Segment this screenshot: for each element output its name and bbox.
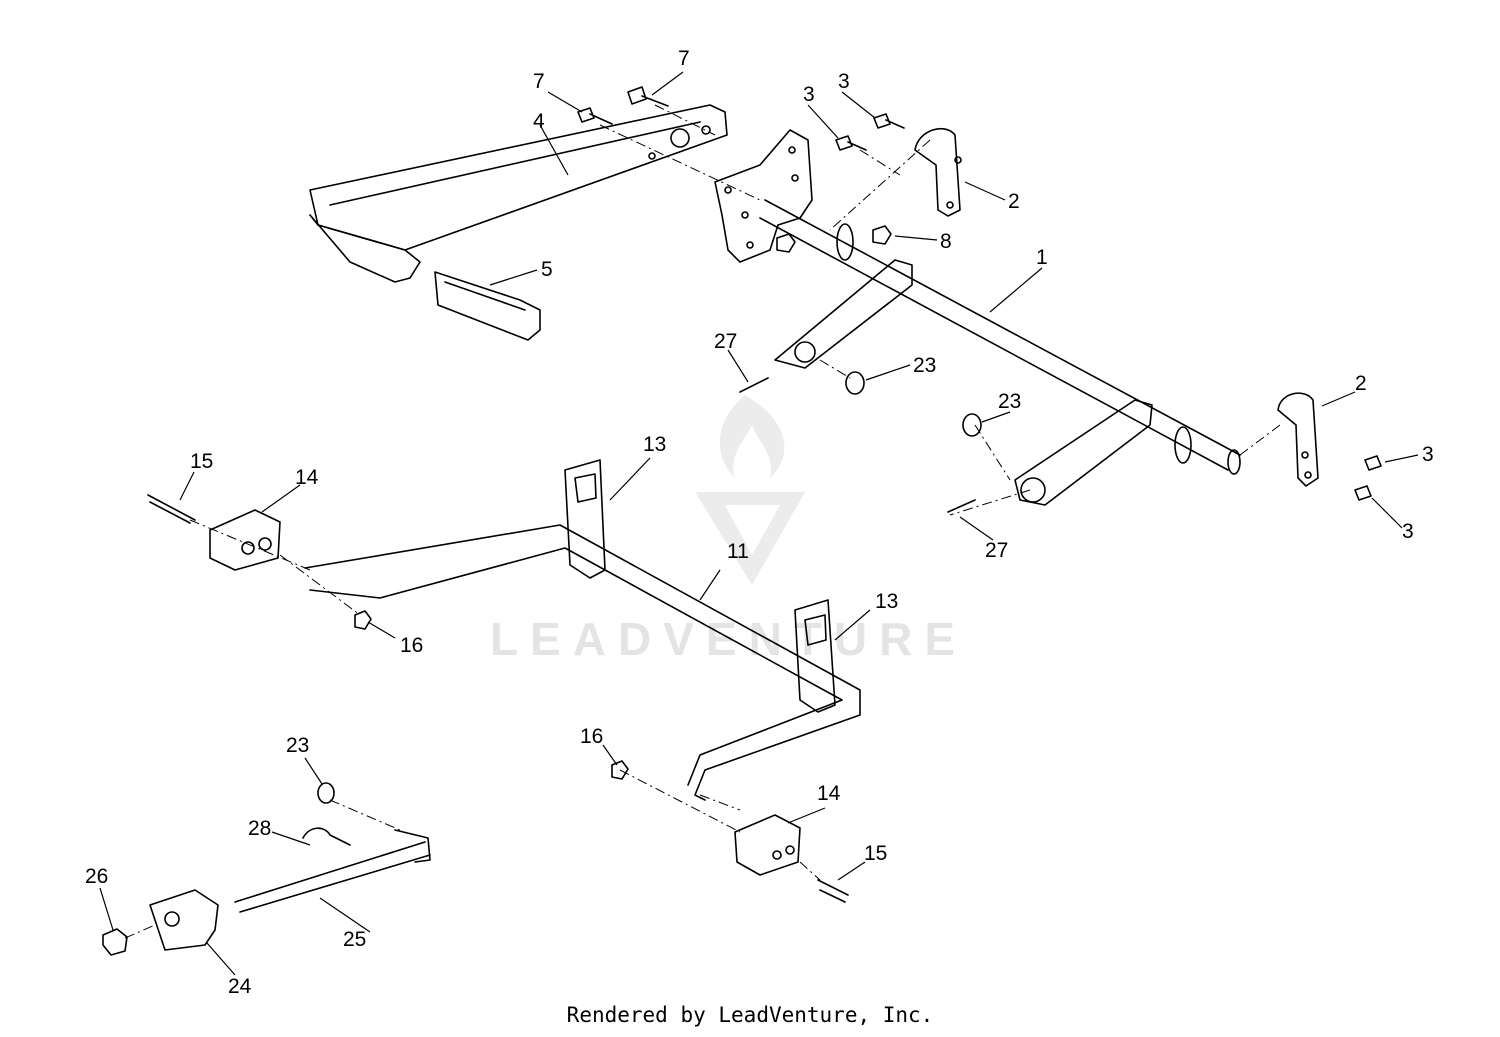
callout-4: 4 — [533, 110, 545, 133]
callout-5: 5 — [541, 258, 553, 281]
pedal-arm — [309, 104, 728, 283]
callout-13-left: 13 — [643, 433, 666, 456]
watermark: LEADVENTURE — [490, 395, 967, 665]
callout-23-right: 23 — [998, 390, 1021, 413]
pivot-bracket-right-lower — [1277, 392, 1319, 487]
callout-14-right: 14 — [817, 782, 841, 805]
foot-pad — [434, 271, 541, 341]
callout-27-lower: 27 — [985, 539, 1008, 562]
callout-23-center: 23 — [913, 354, 936, 377]
callout-2-lower: 2 — [1355, 372, 1367, 395]
callout-15-right: 15 — [864, 842, 887, 865]
pivot-bracket-right-upper — [914, 127, 962, 217]
callout-27-upper: 27 — [714, 330, 737, 353]
lower-hardware — [147, 494, 849, 903]
assembly-lines — [124, 104, 1281, 939]
rod-block-left — [209, 509, 281, 571]
callout-3-right-upper: 3 — [1422, 443, 1434, 466]
small-linkage — [102, 782, 431, 956]
watermark-v-icon — [695, 492, 805, 585]
callout-14-left: 14 — [295, 466, 319, 489]
callout-7-right: 7 — [678, 47, 690, 70]
callout-15-left: 15 — [190, 450, 213, 473]
callout-16-lower: 16 — [580, 725, 603, 748]
mounting-bracket — [714, 129, 813, 263]
rod-block-right — [734, 814, 801, 876]
callout-labels: 1 2 2 3 3 3 3 4 5 7 7 8 11 13 13 14 14 1… — [85, 47, 1434, 998]
callout-25: 25 — [343, 928, 366, 951]
callout-26: 26 — [85, 865, 108, 888]
cross-shaft — [759, 199, 1241, 506]
callout-13-right: 13 — [875, 590, 898, 613]
callout-16-upper: 16 — [400, 634, 423, 657]
callout-3-right-lower: 3 — [1402, 520, 1414, 543]
callout-24: 24 — [228, 975, 252, 998]
callout-1: 1 — [1036, 246, 1048, 269]
callout-3-mid: 3 — [803, 83, 815, 106]
callout-2-upper: 2 — [1008, 190, 1020, 213]
callout-11: 11 — [727, 540, 749, 563]
watermark-text: LEADVENTURE — [490, 613, 967, 665]
render-credit: Rendered by LeadVenture, Inc. — [566, 1003, 934, 1027]
watermark-flame-icon — [719, 395, 785, 478]
callout-7-left: 7 — [533, 70, 545, 93]
callout-23-lower: 23 — [286, 734, 309, 757]
callout-28: 28 — [248, 817, 271, 840]
leader-lines — [99, 71, 1419, 976]
bolts-upper — [577, 86, 1382, 513]
linkage-rod — [304, 459, 861, 801]
callout-3-top: 3 — [838, 70, 850, 93]
callout-8: 8 — [940, 230, 952, 253]
